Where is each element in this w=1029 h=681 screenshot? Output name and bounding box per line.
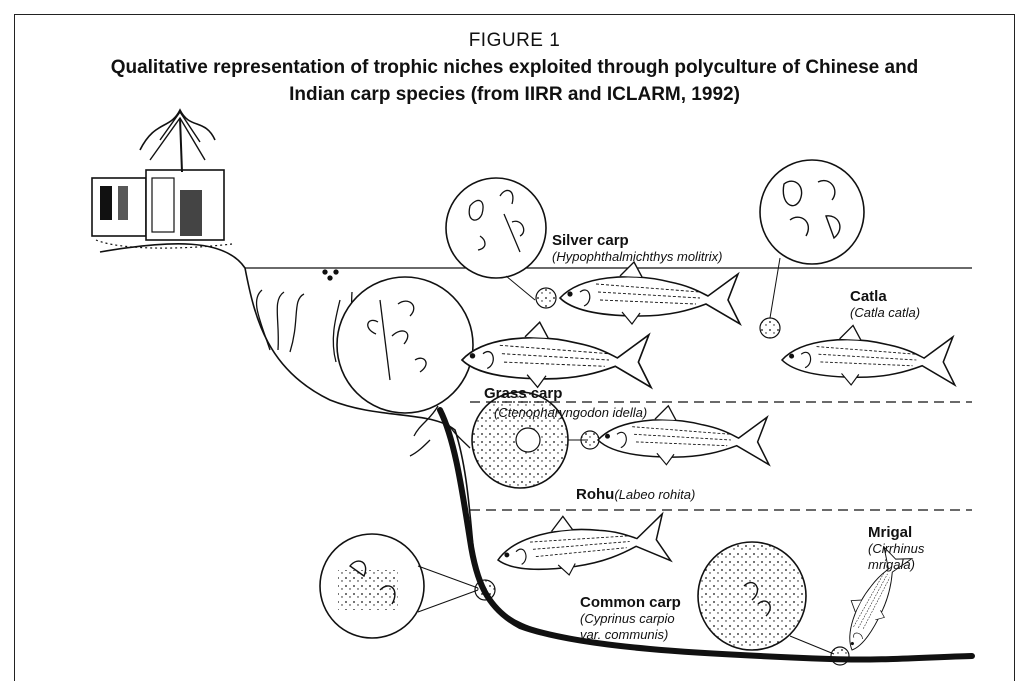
catla-scientific-name: (Catla catla) [850,305,920,321]
silver-carp-name: Silver carp [552,232,723,249]
rohu-name: Rohu [576,486,614,503]
mrigal-food-circle [698,542,849,665]
catla-label: Catla (Catla catla) [850,288,920,321]
mrigal-scientific-name-line-2: mrigala) [868,557,924,573]
common-carp-label: Common carp (Cyprinus carpio var. commun… [580,594,681,643]
catla-food-circle [760,160,864,338]
grass-carp-fish [462,322,651,387]
grass-carp-scientific-name: (Ctenopharyngodon idella) [494,405,647,421]
grass-carp-food-circle [337,277,473,413]
mrigal-label: Mrigal (Cirrhinus mrigala) [868,524,924,573]
mrigal-scientific-name-line-1: (Cirrhinus [868,541,924,557]
silver-carp-fish [560,262,740,324]
common-carp-scientific-name-line-2: var. communis) [580,627,681,643]
rohu-label: Rohu(Labeo rohita) [576,486,695,504]
catla-fish [782,325,955,385]
common-carp-scientific-name-line-1: (Cyprinus carpio [580,611,681,627]
house-illustration [92,110,232,248]
silver-carp-scientific-name: (Hypophthalmichthys molitrix) [552,249,723,265]
rohu-scientific-name: (Labeo rohita) [614,487,695,502]
catla-name: Catla [850,288,920,305]
grass-carp-name: Grass carp [484,385,647,402]
common-carp-name: Common carp [580,594,681,611]
silver-carp-food-circle [446,178,556,308]
silver-carp-label: Silver carp (Hypophthalmichthys molitrix… [552,232,723,265]
grass-carp-label: Grass carp (Ctenopharyngodon idella) [484,385,647,421]
mrigal-name: Mrigal [868,524,924,541]
common-carp-fish [493,502,671,584]
